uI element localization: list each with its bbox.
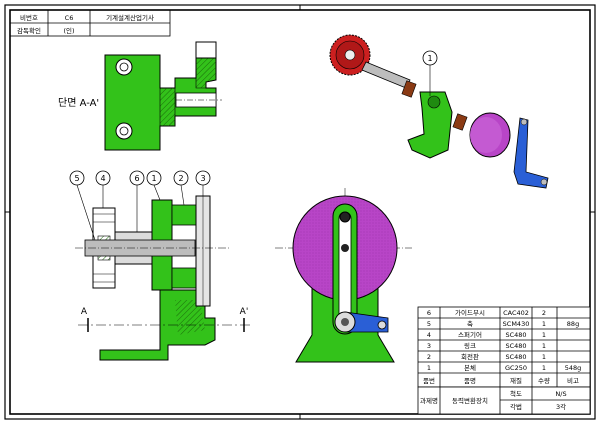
parts-row-1-name: 본체 bbox=[464, 364, 476, 372]
front-view: A A' 5 4 6 1 2 3 bbox=[69, 170, 250, 361]
projection-value: 3각 bbox=[556, 403, 566, 411]
parts-row-2-no: 2 bbox=[427, 353, 431, 361]
parts-row-4-no: 4 bbox=[427, 331, 431, 339]
parts-row-2-material: SC480 bbox=[505, 353, 526, 361]
side-pin-top bbox=[339, 211, 351, 223]
parts-row-5-qty: 1 bbox=[542, 320, 546, 328]
iso-body bbox=[407, 91, 453, 159]
parts-row-5-note: 88g bbox=[567, 320, 579, 328]
section-mark-a-prime: A' bbox=[240, 307, 249, 317]
parts-list: 6 가이드부시 CAC402 2 5 축 SCM430 1 88g 4 스퍼기어 SC480 1 3 링크 S… bbox=[417, 306, 591, 388]
parts-row-6-name: 가이드부시 bbox=[455, 308, 485, 317]
balloon-1-text: 1 bbox=[151, 174, 156, 183]
scale-value: N/S bbox=[555, 390, 566, 398]
parts-row-6-qty: 2 bbox=[542, 309, 546, 317]
title-block: 과제명 동력변환장치 척도 N/S 각법 3각 bbox=[417, 386, 591, 415]
parts-row-6-no: 6 bbox=[427, 309, 431, 317]
section-top-lug bbox=[195, 41, 217, 59]
parts-header-qty: 수량 bbox=[538, 377, 550, 385]
balloon-6 bbox=[129, 170, 145, 186]
side-slot bbox=[338, 211, 352, 325]
parts-row-2-name: 회전판 bbox=[461, 352, 479, 361]
parts-row-4-name: 스퍼기어 bbox=[458, 330, 482, 339]
section-label: 단면 A-A' bbox=[58, 97, 99, 109]
iso-bush-2 bbox=[452, 113, 468, 131]
balloon-4-text: 4 bbox=[100, 174, 105, 183]
parts-row-3-no: 3 bbox=[427, 342, 431, 350]
section-hatch-arm bbox=[195, 57, 217, 89]
title-value: 동력변환장치 bbox=[452, 396, 488, 405]
header-title: 기계설계산업기사 bbox=[106, 13, 154, 22]
header-stamp: (인) bbox=[63, 26, 74, 35]
parts-header-note: 비고 bbox=[567, 376, 579, 385]
balloon-3 bbox=[195, 170, 211, 186]
parts-row-5-material: SCM430 bbox=[503, 320, 530, 328]
parts-row-4-qty: 1 bbox=[542, 331, 546, 339]
section-hole-top bbox=[115, 58, 133, 76]
balloon-6-text: 6 bbox=[134, 174, 139, 183]
parts-row-2-qty: 1 bbox=[542, 353, 546, 361]
title-label: 과제명 bbox=[420, 396, 438, 405]
front-balloons: 5 4 6 1 2 3 bbox=[69, 170, 211, 241]
balloon-4 bbox=[95, 170, 111, 186]
balloon-3-text: 3 bbox=[200, 174, 205, 183]
parts-row-3-material: SC480 bbox=[505, 342, 526, 350]
iso-balloon-1-text: 1 bbox=[427, 54, 432, 63]
header-label-2: 감독확인 bbox=[17, 26, 41, 35]
parts-header-material: 재질 bbox=[510, 377, 522, 385]
header-label-1: 비번호 bbox=[20, 13, 38, 22]
side-view bbox=[275, 188, 412, 363]
side-pin-center bbox=[341, 244, 349, 252]
parts-row-1-qty: 1 bbox=[542, 364, 546, 372]
header-code: C6 bbox=[65, 14, 74, 22]
iso-bush-1 bbox=[401, 80, 417, 98]
balloon-5-text: 5 bbox=[74, 174, 79, 183]
header-table: 비번호 C6 기계설계산업기사 감독확인 (인) bbox=[9, 9, 171, 37]
section-mark-a: A bbox=[81, 307, 88, 317]
balloon-5 bbox=[69, 170, 85, 186]
section-hole-bottom bbox=[115, 122, 133, 140]
iso-link bbox=[513, 117, 549, 189]
parts-row-1-no: 1 bbox=[427, 364, 431, 372]
parts-row-6-material: CAC402 bbox=[503, 309, 529, 317]
parts-row-1-note: 548g bbox=[565, 364, 582, 372]
balloon-2 bbox=[173, 170, 189, 186]
parts-row-5-name: 축 bbox=[467, 319, 473, 328]
balloon-2-text: 2 bbox=[178, 174, 183, 183]
iso-balloon-1 bbox=[422, 50, 438, 66]
parts-row-1-material: GC250 bbox=[505, 364, 527, 372]
parts-header-name: 품명 bbox=[464, 376, 476, 385]
projection-label: 각법 bbox=[510, 402, 522, 411]
section-view: 단면 A-A' bbox=[58, 41, 222, 151]
parts-row-3-qty: 1 bbox=[542, 342, 546, 350]
iso-shaft bbox=[361, 61, 411, 89]
section-hatch-area bbox=[159, 87, 176, 127]
isometric-view: 1 bbox=[329, 34, 549, 189]
scale-label: 척도 bbox=[510, 390, 522, 398]
parts-row-3-name: 링크 bbox=[464, 342, 476, 350]
balloon-1 bbox=[146, 170, 162, 186]
parts-header-no: 품번 bbox=[423, 376, 435, 385]
parts-row-5-no: 5 bbox=[427, 320, 431, 328]
parts-row-4-material: SC480 bbox=[505, 331, 526, 339]
